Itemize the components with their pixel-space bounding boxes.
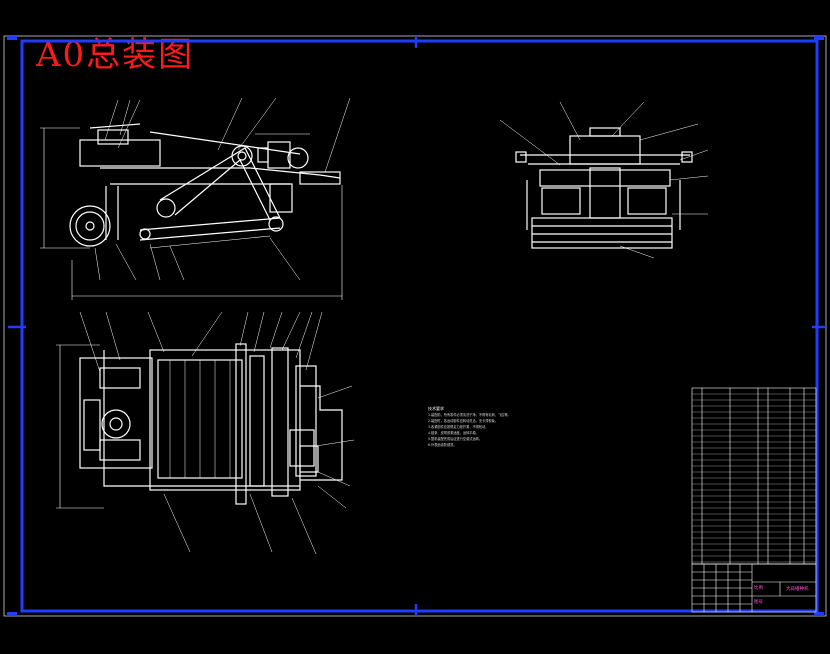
plan-view bbox=[56, 343, 343, 509]
notes-heading: 技术要求 bbox=[428, 406, 444, 411]
technical-notes: 技术要求 1.装配前，所有零件必须清洗干净，不得有毛刺、飞边等。 2.装配时，各… bbox=[428, 406, 558, 448]
plan-view-leaders bbox=[79, 311, 355, 555]
outer-border bbox=[3, 35, 827, 617]
title-block bbox=[691, 563, 817, 613]
end-view bbox=[515, 127, 693, 249]
notes-line: 6.外表面涂防锈漆。 bbox=[428, 443, 457, 447]
notes-line: 3.各紧固件应按规定力矩拧紧，不得松动。 bbox=[428, 425, 489, 429]
drawing-title: A0总装图 bbox=[36, 35, 195, 75]
notes-line: 4.链条、皮带张紧适度，运转平稳。 bbox=[428, 431, 479, 435]
side-view-leaders bbox=[94, 97, 351, 281]
notes-line: 2.装配时，各运动部件应转动灵活，无卡滞现象。 bbox=[428, 419, 498, 423]
notes-line: 5.整机装配完成后应进行空载试运转。 bbox=[428, 437, 483, 441]
centering-marks bbox=[8, 36, 826, 616]
frame-corners bbox=[7, 36, 824, 616]
title-block-label-b: 图号 bbox=[754, 600, 763, 605]
end-view-leaders bbox=[499, 101, 709, 259]
notes-line: 1.装配前，所有零件必须清洗干净，不得有毛刺、飞边等。 bbox=[428, 413, 511, 417]
title-block-label-a: 比例 bbox=[754, 586, 763, 591]
drawing-frame bbox=[20, 39, 819, 613]
side-view bbox=[40, 123, 343, 300]
parts-list bbox=[691, 387, 817, 565]
parts-list-rows bbox=[692, 393, 816, 563]
title-block-name: 大蒜播种机 bbox=[786, 587, 809, 592]
